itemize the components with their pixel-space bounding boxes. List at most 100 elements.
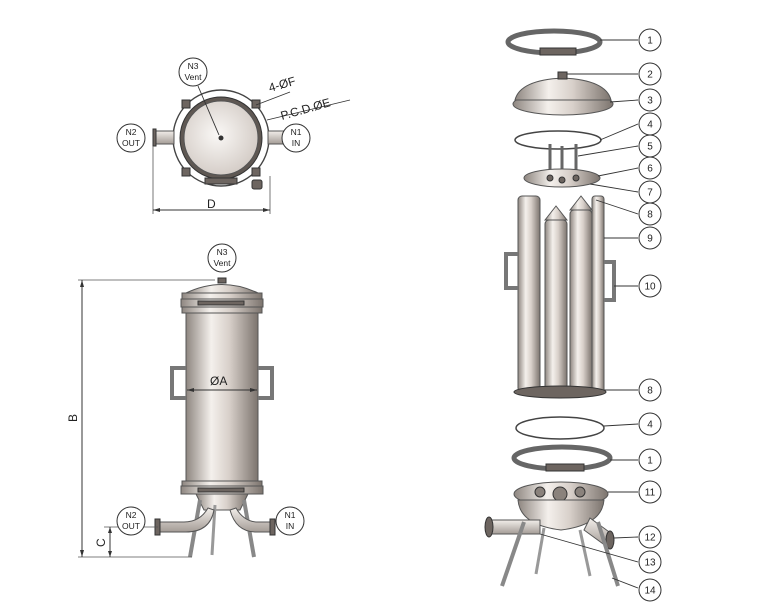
callout-number: 11 bbox=[645, 488, 656, 499]
callout-number: 2 bbox=[647, 70, 653, 81]
part-plate-nut bbox=[572, 174, 580, 182]
nozzle-n3-side: N3 Vent bbox=[207, 243, 237, 273]
part-plate-nut bbox=[558, 176, 566, 184]
nozzle-n1-side: N1 IN bbox=[275, 506, 305, 536]
callout-6: 6 bbox=[638, 156, 662, 180]
dim-c-arrow-top bbox=[108, 527, 112, 533]
callout-3: 3 bbox=[638, 88, 662, 112]
side-view-outlet-pipe bbox=[159, 507, 215, 533]
top-view-clamp-bolt bbox=[204, 177, 238, 185]
dim-holes-label: 4-ØF bbox=[267, 74, 297, 95]
part-gasket-bottom bbox=[515, 416, 605, 440]
callout-leader bbox=[599, 123, 639, 141]
nozzle-tag: N2 bbox=[126, 510, 137, 520]
exploded-view bbox=[484, 28, 639, 589]
top-view-outlet-nozzle bbox=[154, 130, 175, 145]
callout-number: 10 bbox=[644, 282, 656, 293]
part-inlet-flange bbox=[605, 530, 615, 550]
dim-a-arrow-left bbox=[187, 388, 194, 392]
part-lid-dome bbox=[514, 77, 612, 101]
nozzle-label: Vent bbox=[213, 258, 231, 268]
top-view-lug bbox=[181, 167, 191, 177]
nozzle-tag: N3 bbox=[217, 247, 228, 257]
dim-pcd-label: P.C.D.ØE bbox=[279, 95, 332, 123]
dim-a-arrow-right bbox=[250, 388, 257, 392]
dim-b-arrow-top bbox=[80, 280, 84, 287]
callout-1b: 1 bbox=[638, 448, 662, 472]
callout-number: 9 bbox=[647, 234, 653, 245]
dim-d-arrow-left bbox=[153, 208, 160, 212]
part-leg bbox=[596, 521, 620, 587]
dim-d-label: D bbox=[207, 197, 216, 211]
part-cartridge bbox=[591, 195, 605, 393]
callout-leader bbox=[611, 577, 639, 589]
top-view-lug bbox=[251, 99, 261, 109]
nozzle-n2-side: N2 OUT bbox=[116, 506, 146, 536]
callout-number: 1 bbox=[647, 456, 653, 467]
nozzle-tag: N2 bbox=[126, 127, 137, 137]
callout-leader bbox=[539, 533, 639, 563]
part-callouts: 1 2 3 4 5 6 7 8 9 10 8 4 1 11 12 13 14 bbox=[638, 28, 662, 602]
part-cartridge bbox=[569, 209, 593, 393]
part-clamp-bottom-bolt bbox=[545, 463, 585, 472]
side-view bbox=[78, 277, 276, 558]
vent-leader bbox=[197, 85, 220, 136]
callout-4b: 4 bbox=[638, 412, 662, 436]
dim-c-arrow-bottom bbox=[108, 551, 112, 557]
dim-d-arrow-right bbox=[263, 208, 270, 212]
callout-leader bbox=[609, 99, 639, 103]
dim-b-label: B bbox=[66, 414, 80, 422]
callout-7: 7 bbox=[638, 180, 662, 204]
part-outlet-flange bbox=[484, 516, 494, 538]
callout-9: 9 bbox=[638, 226, 662, 250]
part-cartridge-cap bbox=[568, 195, 594, 211]
nozzle-tag: N3 bbox=[188, 61, 199, 71]
callout-number: 4 bbox=[647, 420, 653, 431]
nozzle-label: Vent bbox=[184, 72, 202, 82]
callout-number: 1 bbox=[647, 36, 653, 47]
nozzle-label: IN bbox=[292, 138, 301, 148]
part-cartridge-cap bbox=[543, 205, 569, 221]
side-view-bottom-band bbox=[181, 480, 263, 487]
callout-1: 1 bbox=[638, 28, 662, 52]
side-view-clamp-bolt bbox=[197, 300, 245, 306]
top-view-lug bbox=[251, 167, 261, 177]
callout-number: 5 bbox=[647, 142, 653, 153]
callout-leader bbox=[589, 183, 639, 193]
callout-2: 2 bbox=[638, 62, 662, 86]
dim-b-arrow-bottom bbox=[80, 550, 84, 557]
top-view-vent bbox=[218, 135, 224, 141]
part-cartridge bbox=[544, 219, 568, 393]
side-view-vent-nozzle bbox=[217, 277, 227, 284]
side-view-top-flange bbox=[181, 292, 263, 300]
part-handle-left bbox=[504, 252, 518, 290]
nozzle-n3-top: N3 Vent bbox=[178, 57, 208, 87]
callout-number: 7 bbox=[647, 188, 653, 199]
side-view-handle-right bbox=[258, 366, 274, 400]
top-view-lug bbox=[181, 99, 191, 109]
callout-leader bbox=[577, 145, 639, 157]
callout-leader bbox=[597, 167, 639, 177]
callout-5: 5 bbox=[638, 134, 662, 158]
part-clamp-top-bolt bbox=[539, 47, 577, 56]
part-base-port bbox=[534, 486, 546, 498]
callout-number: 14 bbox=[644, 586, 656, 597]
dim-a-label: ØA bbox=[210, 374, 227, 388]
part-handle-right bbox=[604, 260, 616, 302]
part-leg bbox=[500, 521, 526, 587]
callout-4: 4 bbox=[638, 112, 662, 136]
nozzle-label: OUT bbox=[122, 138, 140, 148]
callout-8b: 8 bbox=[638, 378, 662, 402]
callout-number: 13 bbox=[644, 558, 656, 569]
part-plate-nut bbox=[546, 174, 554, 182]
side-view-inlet-pipe bbox=[229, 507, 271, 533]
side-view-leg bbox=[210, 504, 217, 556]
part-vent-plug bbox=[557, 71, 568, 80]
part-base-port bbox=[574, 486, 586, 498]
callout-14: 14 bbox=[638, 578, 662, 602]
callout-number: 6 bbox=[647, 164, 653, 175]
side-view-base bbox=[195, 493, 249, 511]
callout-leader bbox=[603, 423, 639, 427]
callout-leader bbox=[595, 199, 639, 215]
